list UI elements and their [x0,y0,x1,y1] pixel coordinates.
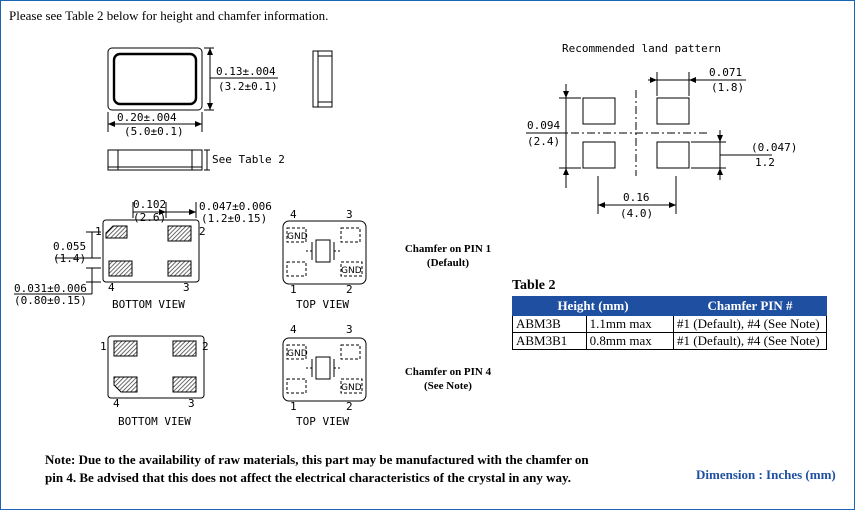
land-b-in: 0.094 [527,119,560,132]
top-view-2-circuit [286,344,363,394]
chamfer-pin4-line2: (See Note) [424,380,472,392]
land-title: Recommended land pattern [562,42,721,55]
dim-length-in: 0.20±.004 [117,111,177,124]
dim-d2-mm: (1.2±0.15) [201,212,267,225]
tv1-gnd-bottom: GND [341,266,362,276]
table-cell-part: ABM3B [512,315,587,333]
table-2: Table 2 Height (mm) Chamfer PIN # ABM3B … [512,278,827,350]
chamfer-pin4-caption: Chamfer on PIN 4 (See Note) [398,365,498,393]
chamfer-pin1-line2: (Default) [426,257,470,269]
tv2-gnd-top: GND [287,349,308,359]
land-pad-3 [582,141,616,169]
tv2-label: TOP VIEW [296,415,349,428]
table-header-height: Height (mm) [512,296,674,316]
package-side-outline [312,50,333,108]
package-lid [112,52,198,106]
pad-3 [167,260,192,277]
tv1-pin-1: 1 [290,283,297,296]
table-cell-chamfer: #1 (Default), #4 (See Note) [673,332,827,350]
package-end-view [107,149,203,171]
table-title: Table 2 [512,278,556,293]
table-row: ABM3B1 0.8mm max #1 (Default), #4 (See N… [512,332,827,350]
land-a-mm: (1.8) [711,81,744,94]
land-d-in: 0.16 [623,191,650,204]
dim-d1-in: 0.102 [133,198,166,211]
tv2-gnd-bottom: GND [341,383,362,393]
chamfer-pin1-caption: Chamfer on PIN 1 (Default) [398,242,498,270]
bv1-pin-1: 1 [95,225,102,238]
pad-1 [113,340,138,357]
bottom-view-1-outline [102,219,200,283]
bv1-pin-4: 4 [108,281,115,294]
table-cell-part: ABM3B1 [512,332,587,350]
package-top-outline [107,47,203,111]
dim-d3-mm: (1.4) [53,252,86,265]
pad-2 [167,225,192,242]
bv2-pin-2: 2 [202,340,209,353]
dim-width-mm: (3.2±0.1) [218,80,278,93]
land-b-mm: (2.4) [527,135,560,148]
land-d-mm: (4.0) [620,207,653,220]
table-cell-chamfer: #1 (Default), #4 (See Note) [673,315,827,333]
table-row: ABM3B 1.1mm max #1 (Default), #4 (See No… [512,315,827,333]
dim-d2-in: 0.047±0.006 [199,200,272,213]
chamfer-pin1-line1: Chamfer on PIN 1 [404,243,492,255]
land-a-in: 0.071 [709,66,742,79]
tv1-label: TOP VIEW [296,298,349,311]
bv1-label: BOTTOM VIEW [112,298,185,311]
land-pad-1 [582,97,616,125]
tv2-pin-1: 1 [290,400,297,413]
land-pad-4 [656,141,690,169]
tv1-pin-3: 3 [346,208,353,221]
bv2-pin-4: 4 [113,397,120,410]
table-cell-height: 0.8mm max [585,332,675,350]
top-view-2-outline [282,337,367,402]
pad-4 [108,260,133,277]
dim-width-in: 0.13±.004 [216,65,276,78]
tv1-pin-4: 4 [290,208,297,221]
top-view-1-outline [282,220,367,285]
tv2-pin-3: 3 [346,323,353,336]
dim-d1-mm: (2.6) [133,211,166,224]
table-cell-height: 1.1mm max [585,315,675,333]
tv2-pin-2: 2 [346,400,353,413]
bv2-pin-1: 1 [100,340,107,353]
table-header-chamfer: Chamfer PIN # [673,296,827,316]
chamfer-pin4-line1: Chamfer on PIN 4 [404,366,492,378]
pad-3 [172,376,197,393]
tv2-pin-4: 4 [290,323,297,336]
header-text: Please see Table 2 below for height and … [9,8,329,23]
tv1-pin-2: 2 [346,283,353,296]
dim-d4-mm: (0.80±0.15) [14,294,87,307]
land-c-mm: 1.2 [755,156,775,169]
dim-length-mm: (5.0±0.1) [124,125,184,138]
tv1-gnd-top: GND [287,232,308,242]
bv1-pin-3: 3 [183,281,190,294]
bottom-view-2-outline [107,335,205,399]
pad-4-chamfered [113,376,138,393]
dim-d3-in: 0.055 [53,240,86,253]
land-c-in: (0.047) [751,141,797,154]
land-pad-2 [656,97,690,125]
bv2-pin-3: 3 [188,397,195,410]
dimension-units: Dimension : Inches (mm) [696,467,836,482]
pad-2 [172,340,197,357]
height-chamfer-table: Height (mm) Chamfer PIN # ABM3B 1.1mm ma… [512,296,827,350]
dim-d4-in: 0.031±0.006 [14,282,87,295]
bv2-label: BOTTOM VIEW [118,415,191,428]
manufacturing-note: Note: Due to the availability of raw mat… [45,452,589,485]
bv1-pin-2: 2 [199,225,206,238]
pad-1-chamfered [105,225,128,239]
top-view-1-circuit [286,227,363,277]
dim-height-ref: See Table 2 [212,153,285,166]
